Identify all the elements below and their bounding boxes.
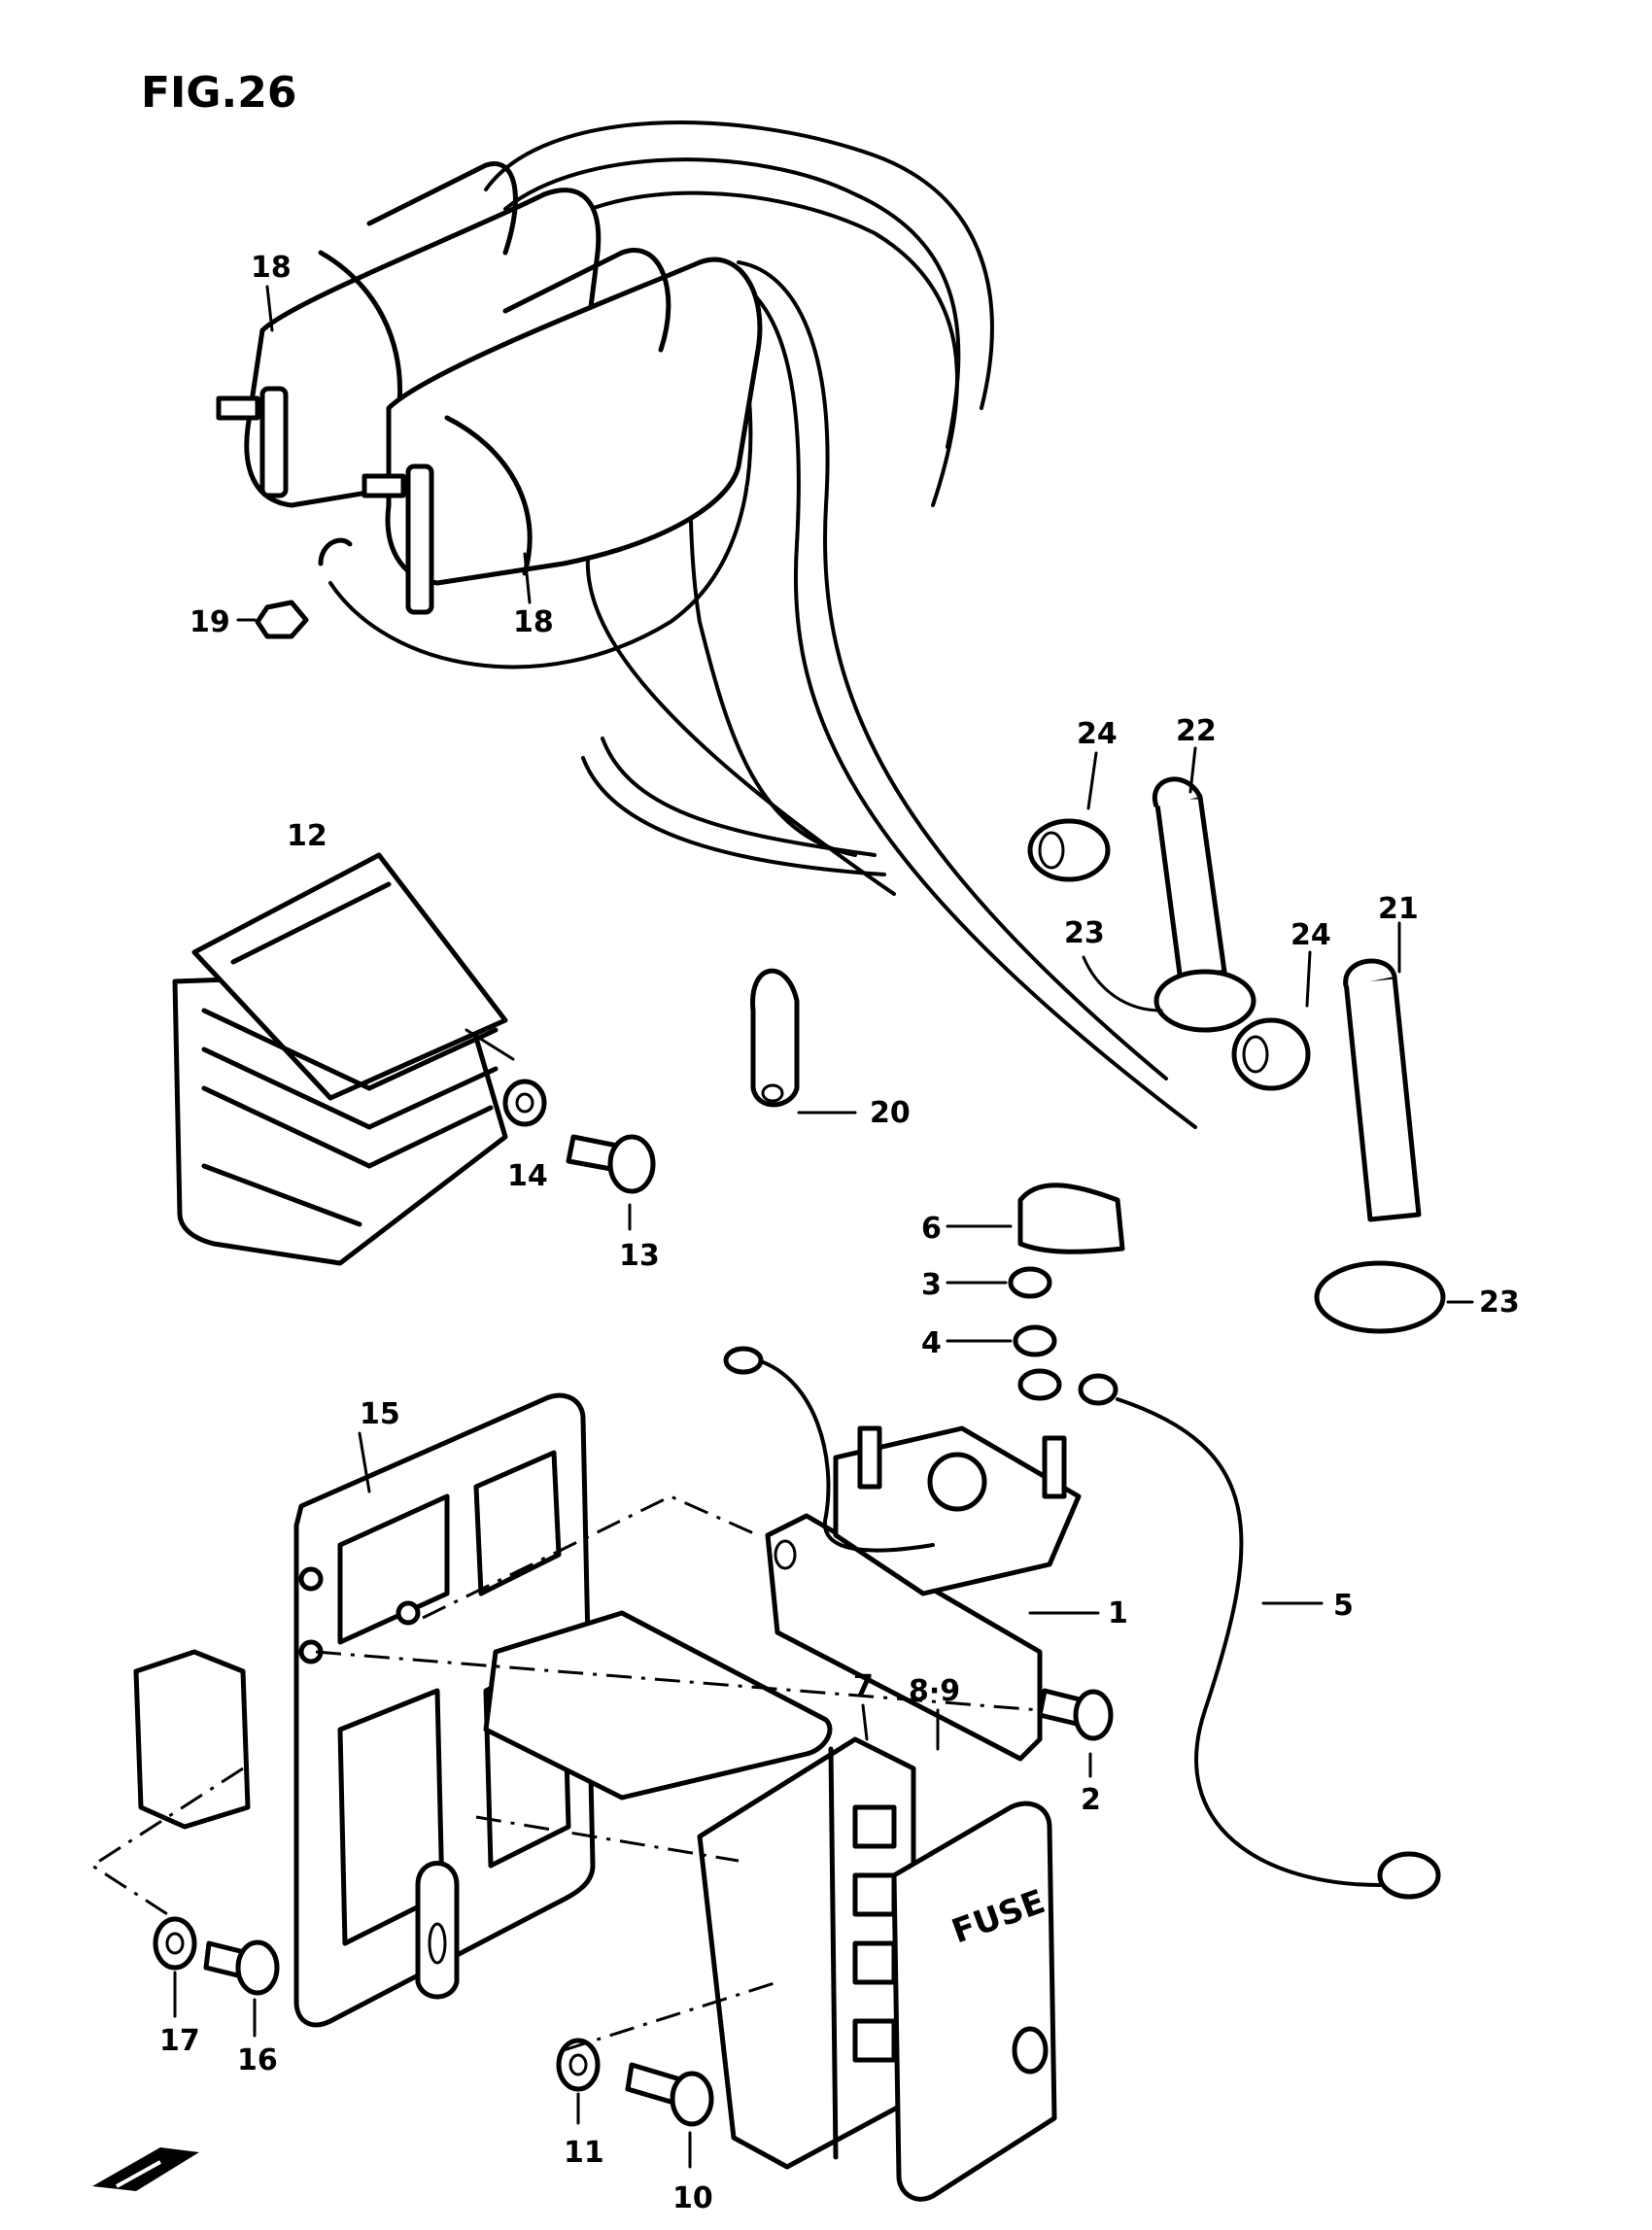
callout-7: 7 <box>853 1669 874 1703</box>
callout-13: 13 <box>619 1239 660 1273</box>
callout-5: 5 <box>1333 1589 1354 1623</box>
clip <box>415 1861 460 2000</box>
callout-8-9: 8·9 <box>909 1674 960 1708</box>
grommet-24-lower <box>1231 1017 1311 1091</box>
washer-4 <box>1013 1324 1057 1357</box>
cable-5 <box>1017 1368 1441 1900</box>
side-stay <box>133 1649 251 1830</box>
callout-10: 10 <box>672 2181 713 2215</box>
starter-relay-1 <box>723 1346 1082 1762</box>
callout-3: 3 <box>921 1268 942 1302</box>
callout-14: 14 <box>507 1159 548 1193</box>
bolt-2 <box>1037 1688 1114 1741</box>
nut-3 <box>1008 1266 1052 1299</box>
washer-11 <box>556 2038 601 2092</box>
callout-12: 12 <box>287 819 327 853</box>
screw-13 <box>566 1134 656 1194</box>
bracket-15 <box>293 1392 596 2028</box>
regulator-unit-12 <box>172 852 508 1266</box>
callout-2: 2 <box>1081 1783 1101 1817</box>
callout-24-upper: 24 <box>1077 717 1118 751</box>
bracket-upper <box>483 1610 833 1801</box>
washer-17 <box>153 1916 197 1971</box>
plug-cap-22 <box>1152 776 1256 1033</box>
callout-22: 22 <box>1176 714 1217 748</box>
plug-cap-21 <box>1314 958 1446 1334</box>
ignition-coil-assembly <box>216 120 1197 1129</box>
callout-6: 6 <box>921 1212 942 1246</box>
nut-19 <box>255 600 309 639</box>
fuse-box-7 <box>697 1736 916 2170</box>
callout-16: 16 <box>237 2043 278 2077</box>
clamp-20 <box>750 968 800 1108</box>
figure-title: FIG.26 <box>141 68 297 118</box>
grommet-24-upper <box>1027 818 1111 882</box>
bolt-16 <box>203 1939 280 1996</box>
callout-4: 4 <box>921 1326 942 1360</box>
callouts: 1 2 3 4 5 6 7 8·9 10 11 12 13 14 15 16 1… <box>159 251 1520 2215</box>
callout-15: 15 <box>360 1397 400 1431</box>
screw-10 <box>625 2062 714 2127</box>
callout-11: 11 <box>564 2136 604 2170</box>
callout-23-upper: 23 <box>1064 916 1105 950</box>
callout-1: 1 <box>1108 1596 1128 1630</box>
fuse-cover-8-9: FUSE <box>891 1801 1057 2202</box>
callout-19: 19 <box>189 605 230 639</box>
callout-18-bottom: 18 <box>513 605 554 639</box>
front-arrow-icon <box>92 2147 199 2191</box>
callout-24-lower: 24 <box>1291 918 1331 952</box>
callout-17: 17 <box>159 2024 200 2058</box>
callout-18-top: 18 <box>251 251 292 285</box>
callout-23-lower: 23 <box>1479 1286 1520 1320</box>
callout-21: 21 <box>1378 892 1419 926</box>
terminal-cap-6 <box>1017 1183 1125 1254</box>
callout-20: 20 <box>870 1096 911 1130</box>
washer-14 <box>502 1079 547 1127</box>
